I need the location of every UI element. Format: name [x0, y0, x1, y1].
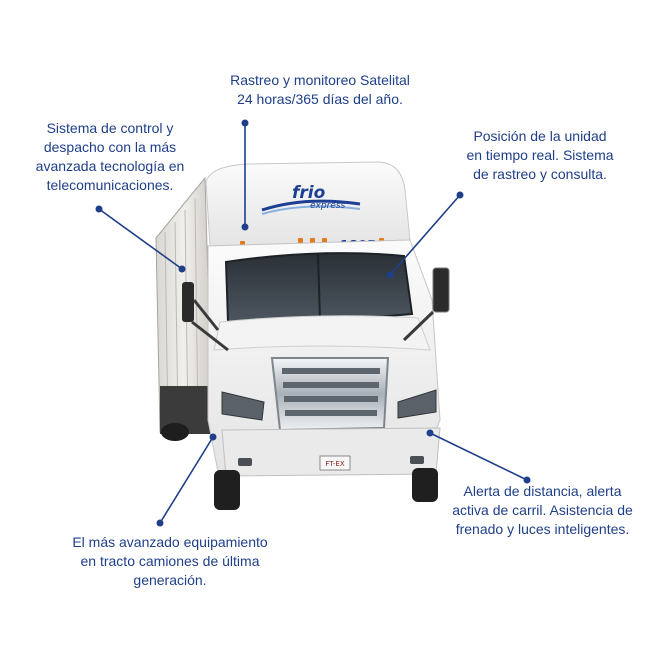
headlights	[221, 389, 437, 421]
leader-line-equipment	[159, 436, 214, 524]
leader-dot-safety	[426, 429, 434, 437]
side-mirrors	[182, 267, 450, 352]
callout-dispatch-control: Sistema de control y despacho con la más…	[35, 120, 185, 193]
leader-dot-safety-end	[523, 476, 531, 484]
brand-sub-text: express	[310, 201, 346, 211]
front-tires	[214, 468, 438, 510]
callout-realtime-position: Posición de la unidad en tiempo real. Si…	[466, 128, 614, 182]
leader-line-safety	[429, 432, 528, 481]
leader-dot-position	[456, 191, 464, 199]
fog-light-left	[238, 458, 252, 466]
license-plate	[319, 455, 351, 471]
grille	[270, 357, 390, 432]
leader-lines	[95, 119, 531, 527]
leader-dot-satellite	[241, 119, 249, 127]
brand-name-text: frio	[292, 183, 326, 203]
hood	[213, 315, 431, 351]
leader-dot-dispatch-end	[178, 265, 186, 273]
callout-satellite-tracking: Rastreo y monitoreo Satelital 24 horas/3…	[230, 72, 410, 107]
leader-dot-equipment	[209, 433, 217, 441]
license-plate-text: FT-EX	[325, 460, 344, 468]
callout-safety-alerts: Alerta de distancia, alerta activa de ca…	[452, 483, 633, 537]
leader-dot-position-end	[386, 271, 394, 279]
callout-advanced-equipment: El más avanzado equipamiento en tracto c…	[72, 534, 268, 588]
leader-dot-satellite-end	[241, 223, 249, 231]
leader-dot-dispatch	[95, 205, 103, 213]
fog-light-right	[410, 456, 424, 464]
leader-dot-equipment-end	[156, 519, 164, 527]
leader-line-position	[389, 194, 461, 276]
leader-line-dispatch	[98, 208, 183, 270]
roof-fairing	[205, 161, 411, 247]
brand-logo: frio express	[261, 183, 361, 215]
